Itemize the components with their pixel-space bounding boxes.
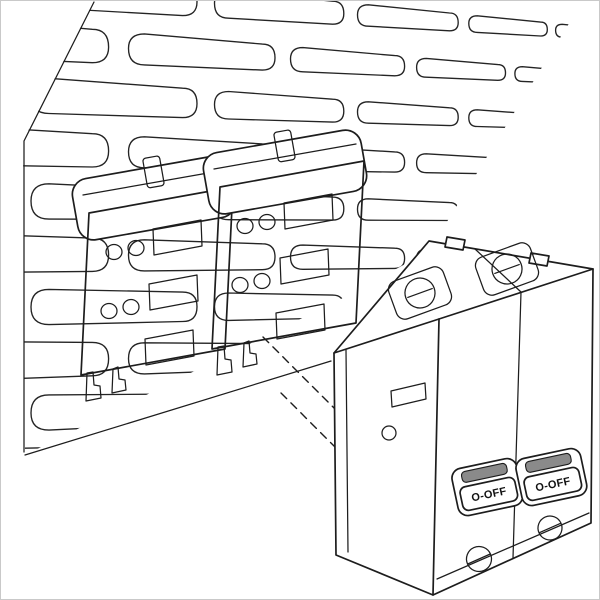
panel-slot bbox=[30, 77, 198, 119]
panel-slot bbox=[591, 73, 600, 86]
panel-slot bbox=[23, 446, 110, 455]
panel-slot bbox=[554, 23, 589, 41]
panel-slot bbox=[591, 255, 600, 266]
bottom-terminal-band bbox=[436, 512, 590, 580]
side-hole bbox=[381, 425, 397, 441]
panel-slot bbox=[213, 392, 345, 422]
panel-slot bbox=[30, 393, 198, 431]
breaker-lever-2: O-OFF bbox=[515, 447, 588, 507]
assembly-guide-lines bbox=[262, 336, 350, 462]
panel-slot bbox=[213, 90, 345, 123]
panel-bottom-edge bbox=[24, 360, 332, 456]
panel-slot bbox=[127, 239, 276, 272]
lever-handle bbox=[523, 466, 583, 502]
terminal-screw-slot bbox=[494, 263, 520, 275]
panel-slot bbox=[23, 123, 110, 168]
breaker-body bbox=[333, 240, 594, 596]
lever-handle bbox=[459, 476, 519, 512]
circuit-breaker: O-OFF O-OFF bbox=[333, 236, 594, 596]
panel-slot bbox=[30, 288, 198, 326]
panel-slot bbox=[468, 109, 548, 130]
bottom-screw-slot bbox=[539, 522, 561, 534]
panel-slot bbox=[554, 115, 589, 132]
panel-slot bbox=[468, 15, 548, 37]
panel-slot bbox=[356, 101, 459, 127]
panel-slot bbox=[127, 442, 276, 455]
panel-slot bbox=[213, 1, 345, 25]
panel-slot bbox=[591, 164, 600, 176]
breaker-top-tab bbox=[444, 236, 466, 251]
panel-left-edge bbox=[23, 1, 95, 453]
panel-slot bbox=[468, 203, 548, 222]
terminal-screw bbox=[404, 277, 436, 309]
panel-slot bbox=[127, 342, 276, 375]
lever-pivot bbox=[460, 462, 508, 483]
guide-dashed-line bbox=[262, 336, 342, 416]
terminal-opening bbox=[387, 266, 453, 320]
terminal-opening bbox=[474, 242, 540, 296]
panel-slot bbox=[415, 57, 507, 81]
bottom-screw-slot bbox=[467, 553, 491, 565]
terminal-screw-slot bbox=[407, 287, 433, 299]
panel-slot bbox=[289, 244, 406, 270]
panel-slot bbox=[30, 1, 198, 17]
panel-slot bbox=[415, 153, 507, 175]
breaker-side-groove bbox=[345, 349, 349, 553]
bottom-screw bbox=[465, 545, 493, 573]
guide-dashed-line bbox=[280, 392, 350, 462]
panel-slot bbox=[356, 198, 459, 222]
lever-pivot bbox=[524, 452, 572, 473]
panel-slot bbox=[23, 15, 110, 64]
panel-slot bbox=[289, 46, 406, 77]
panel-slot bbox=[514, 66, 585, 85]
panel-slot bbox=[554, 207, 589, 222]
breaker-pole-divider bbox=[512, 291, 522, 559]
label-window bbox=[390, 382, 427, 408]
panel-slot bbox=[23, 340, 110, 382]
breaker-side-front-divider bbox=[432, 318, 440, 596]
breaker-lever-1: O-OFF bbox=[451, 457, 524, 517]
panel-slot bbox=[591, 436, 600, 448]
panel-slot bbox=[23, 232, 110, 274]
terminal-screw bbox=[491, 253, 523, 285]
panel-slot bbox=[514, 158, 585, 176]
panel-slot bbox=[127, 33, 276, 71]
bottom-screw bbox=[537, 515, 563, 541]
panel-slot bbox=[356, 4, 459, 32]
breaker-top-tab bbox=[528, 252, 550, 267]
